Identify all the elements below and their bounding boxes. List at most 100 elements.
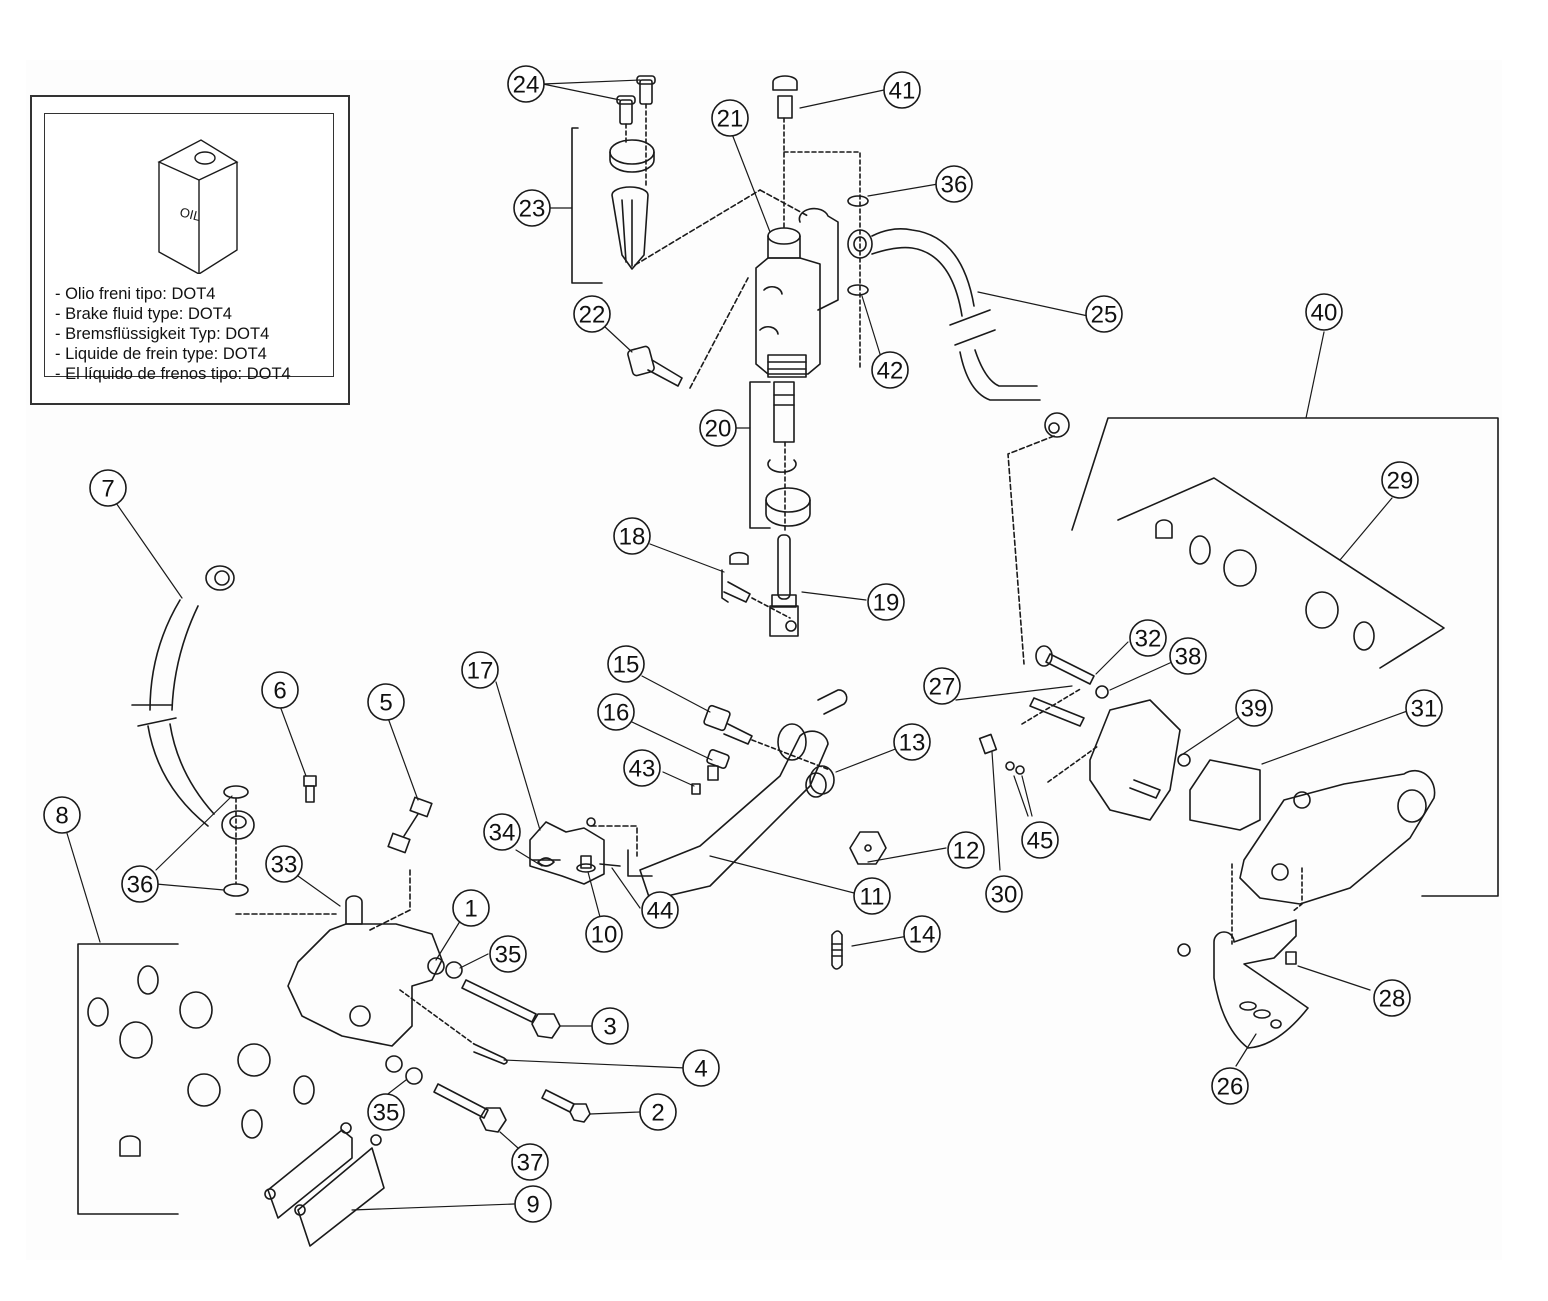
callout-number: 36 [127, 872, 154, 899]
reservoir-cap-41 [772, 75, 798, 119]
callout-circle [121, 865, 159, 903]
callout-2: 2 [639, 1093, 677, 1131]
callout-number: 5 [379, 690, 392, 717]
callout-number: 2 [651, 1100, 664, 1127]
callout-number: 35 [495, 942, 522, 969]
callout-number: 4 [694, 1056, 707, 1083]
caliper-body-rear [1089, 699, 1181, 821]
washer-38 [1095, 685, 1109, 699]
clip-4 [473, 1043, 508, 1065]
caliper-body-1 [287, 895, 445, 1073]
pads-9 [264, 1122, 385, 1247]
callout-number: 27 [929, 674, 956, 701]
callout-30: 30 [985, 875, 1023, 913]
callout-number: 44 [647, 898, 674, 925]
callout-36a: 36 [121, 865, 159, 903]
callout-1: 1 [452, 889, 490, 927]
pin-43 [691, 783, 701, 795]
callout-number: 39 [1241, 696, 1268, 723]
callout-34: 34 [483, 813, 521, 851]
callout-circle [513, 189, 551, 227]
callout-19: 19 [867, 583, 905, 621]
callout-18: 18 [613, 517, 651, 555]
callout-circle [1373, 979, 1411, 1017]
pad-spring-5 [387, 796, 433, 854]
callout-circle [1169, 637, 1207, 675]
bushing-13 [805, 765, 835, 798]
callout-39: 39 [1235, 689, 1273, 727]
legend-text: - Olio freni tipo: DOT4 - Brake fluid ty… [55, 284, 291, 384]
callout-circle [711, 99, 749, 137]
bracket-40 [1071, 417, 1499, 897]
brake-fluid-legend: OIL - Olio freni tipo: DOT4 - Brake flui… [30, 95, 350, 405]
callout-number: 32 [1135, 626, 1162, 653]
callout-circle [89, 469, 127, 507]
legend-line-es: - El líquido de frenos tipo: DOT4 [55, 365, 291, 383]
bushing-15 [703, 704, 753, 745]
callout-41: 41 [883, 71, 921, 109]
cotter-44 [599, 863, 621, 867]
step-17 [529, 817, 605, 885]
callout-35a: 35 [489, 935, 527, 973]
callout-circle [483, 813, 521, 851]
callout-22: 22 [573, 295, 611, 333]
callout-circle [1305, 293, 1343, 331]
bracket-29 [1117, 477, 1445, 669]
oil-can-icon: OIL [157, 139, 239, 274]
callout-7: 7 [89, 469, 127, 507]
callout-number: 3 [603, 1014, 616, 1041]
callout-number: 40 [1311, 300, 1338, 327]
bolt-2 [541, 1089, 591, 1123]
callout-35b: 35 [367, 1093, 405, 1131]
callout-circle [871, 351, 909, 389]
callout-circle [591, 1007, 629, 1045]
pin-3 [461, 979, 561, 1039]
callout-11: 11 [853, 877, 891, 915]
callout-number: 26 [1217, 1074, 1244, 1101]
callout-31: 31 [1405, 689, 1443, 727]
callout-number: 31 [1411, 696, 1438, 723]
piston-kit-8 [87, 965, 315, 1157]
legend-line-fr: - Liquide de frein type: DOT4 [55, 345, 267, 363]
callout-circle [452, 889, 490, 927]
bleeder-6 [303, 775, 317, 803]
callout-number: 18 [619, 524, 646, 551]
callout-number: 9 [526, 1192, 539, 1219]
callout-circle [43, 796, 81, 834]
pin-10 [576, 855, 596, 873]
callout-number: 19 [873, 590, 900, 617]
callout-circle [261, 671, 299, 709]
hose-25 [871, 228, 1070, 438]
callout-circle [507, 65, 545, 103]
callout-32: 32 [1129, 619, 1167, 657]
callout-circle [1211, 1067, 1249, 1105]
oring-35-lower [405, 1067, 423, 1085]
bracket-20 [749, 381, 771, 529]
callout-number: 10 [591, 922, 618, 949]
disc-guard-26 [1177, 919, 1309, 1049]
callout-number: 34 [489, 820, 516, 847]
callout-20: 20 [699, 409, 737, 447]
nut-28 [1285, 951, 1297, 965]
pedal-lever-11 [627, 689, 848, 901]
callout-number: 23 [519, 196, 546, 223]
bolt-32 [1035, 645, 1095, 685]
callout-36b: 36 [935, 165, 973, 203]
reservoir-cap [609, 139, 655, 173]
callout-33: 33 [265, 845, 303, 883]
callout-circle [935, 165, 973, 203]
callout-circle [511, 1143, 549, 1181]
push-rod-19 [769, 534, 799, 637]
callout-42: 42 [871, 351, 909, 389]
callout-number: 42 [877, 358, 904, 385]
callout-number: 28 [1379, 986, 1406, 1013]
callout-number: 12 [953, 838, 980, 865]
push-rod-pin-22 [627, 345, 683, 387]
callout-circle [867, 583, 905, 621]
callout-circle [607, 645, 645, 683]
callout-circle [623, 749, 661, 787]
legend-line-de: - Bremsflüssigkeit Typ: DOT4 [55, 325, 270, 343]
oring-35-upper [445, 961, 463, 979]
callout-circle [1021, 821, 1059, 859]
